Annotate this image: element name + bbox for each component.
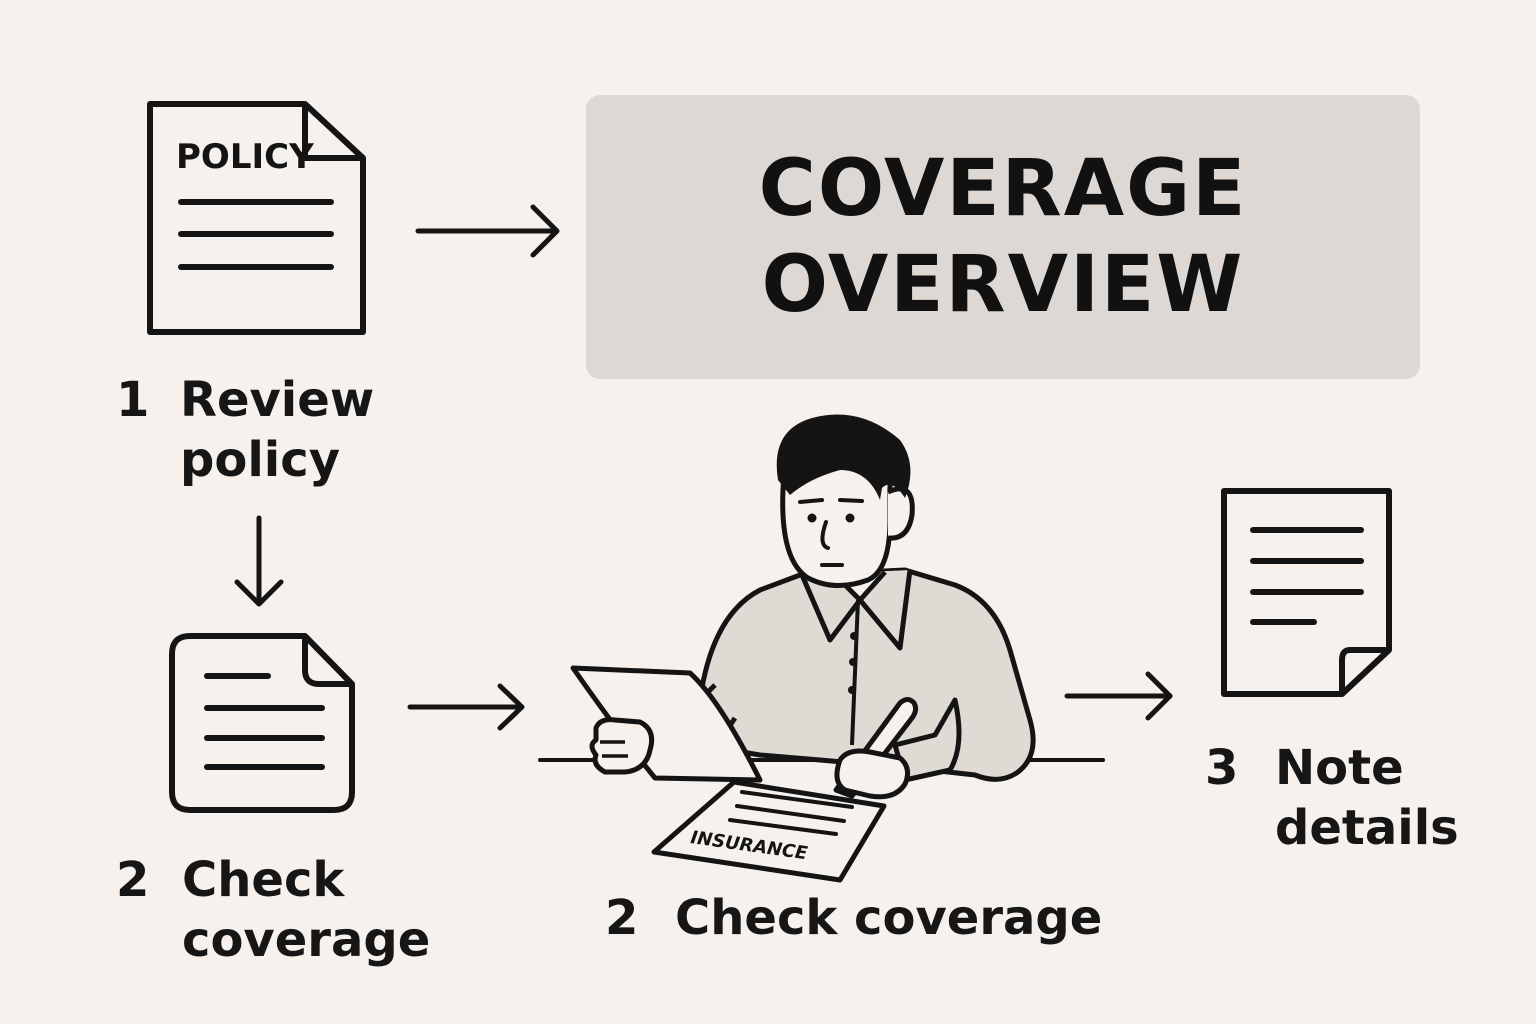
title-line-1: COVERAGE bbox=[758, 144, 1248, 234]
arrow-to-overview bbox=[415, 204, 560, 258]
arrow-down-to-check bbox=[234, 515, 284, 607]
coverage-overview-title-box: COVERAGE OVERVIEW bbox=[586, 95, 1420, 379]
step-2-left-number: 2 bbox=[116, 852, 150, 908]
held-paper-icon bbox=[570, 665, 763, 783]
notes-page-icon bbox=[1221, 488, 1392, 697]
step-2-center-number: 2 bbox=[605, 890, 639, 946]
step-2-left-line-1: Check bbox=[182, 852, 345, 908]
person-reviewing-icon bbox=[695, 414, 1036, 783]
step-1-number: 1 bbox=[116, 372, 150, 428]
arrow-to-notes bbox=[1064, 671, 1173, 721]
policy-label: POLICY bbox=[176, 137, 314, 177]
step-2-left-line-2: coverage bbox=[182, 912, 431, 968]
title-line-2: OVERVIEW bbox=[761, 240, 1245, 330]
step-3-line-1: Note bbox=[1275, 740, 1404, 796]
insurance-form-icon: INSURANCE bbox=[651, 779, 887, 883]
pen-icon bbox=[833, 697, 919, 800]
step-1-line-1: Review bbox=[180, 372, 375, 428]
document-folded-corner-icon bbox=[169, 633, 355, 813]
step-3-line-2: details bbox=[1275, 800, 1459, 856]
step-2-center-line-1: Check coverage bbox=[675, 890, 1103, 946]
arrow-to-person bbox=[407, 683, 525, 731]
policy-document-icon: POLICY bbox=[147, 101, 366, 335]
step-1-line-2: policy bbox=[180, 432, 340, 488]
step-3-number: 3 bbox=[1205, 740, 1239, 796]
